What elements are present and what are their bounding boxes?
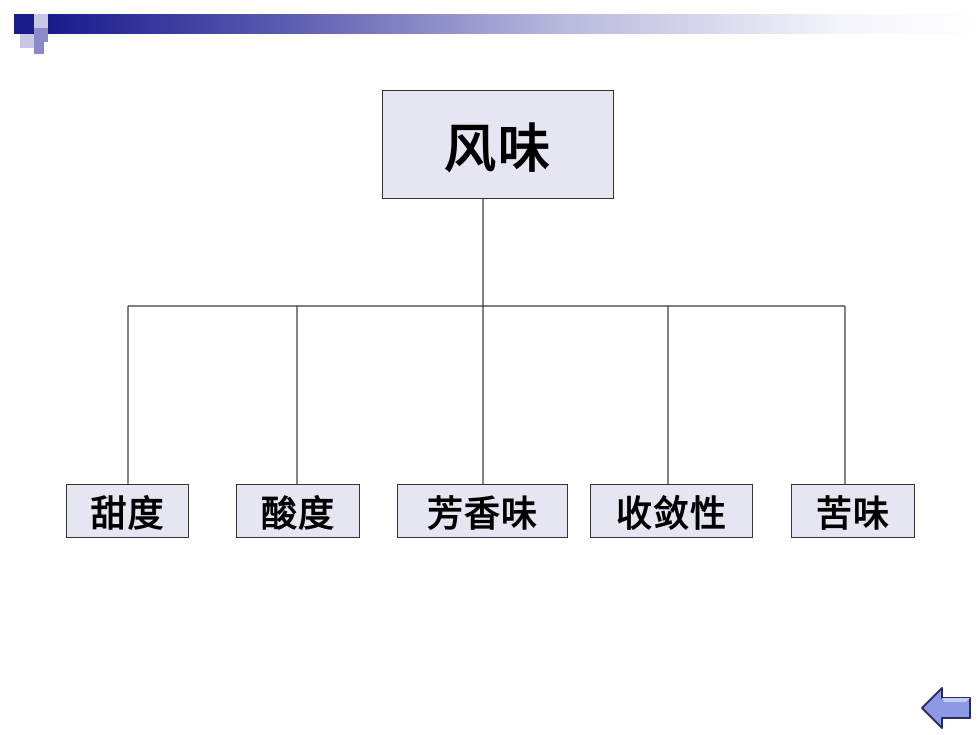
banner-square-small xyxy=(34,42,44,54)
child-node-aroma: 芳香味 xyxy=(397,484,568,538)
root-node: 风味 xyxy=(382,90,614,199)
child-node-acidity: 酸度 xyxy=(236,484,360,538)
child-node-astringency: 收敛性 xyxy=(590,484,753,538)
header-banner xyxy=(0,0,980,60)
child-node-bitterness: 苦味 xyxy=(791,484,915,538)
child-node-label: 芳香味 xyxy=(426,493,538,535)
child-node-label: 苦味 xyxy=(815,493,890,535)
root-node-label: 风味 xyxy=(443,119,552,180)
banner-gradient-bar xyxy=(48,14,980,34)
back-arrow-icon[interactable] xyxy=(920,684,972,732)
child-node-sweetness: 甜度 xyxy=(66,484,189,538)
banner-square-light-lower xyxy=(20,34,34,48)
banner-square-dark xyxy=(14,14,34,34)
banner-square-light xyxy=(34,14,48,28)
child-node-label: 甜度 xyxy=(90,493,165,535)
child-node-label: 酸度 xyxy=(260,493,335,535)
banner-square-mid xyxy=(34,28,48,42)
child-node-label: 收敛性 xyxy=(615,493,727,535)
